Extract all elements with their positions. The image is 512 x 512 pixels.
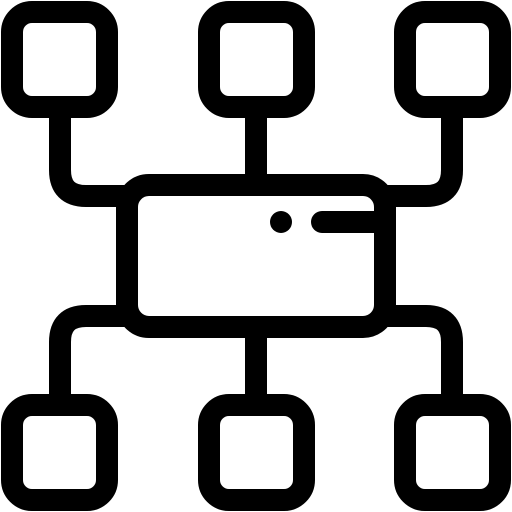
connector-bottom-left <box>49 305 138 416</box>
top-center-node <box>198 1 315 118</box>
top-left-node <box>1 1 118 118</box>
bottom-left-node <box>1 394 118 511</box>
bottom-right-node <box>394 394 511 511</box>
central-hub-box <box>116 174 396 338</box>
connector-top-right <box>374 96 463 207</box>
hub-indicator-dot <box>270 211 292 233</box>
top-right-node <box>394 1 511 118</box>
bottom-center-node <box>198 394 315 511</box>
connector-bottom-right <box>374 305 463 416</box>
connector-top-left <box>49 96 138 207</box>
